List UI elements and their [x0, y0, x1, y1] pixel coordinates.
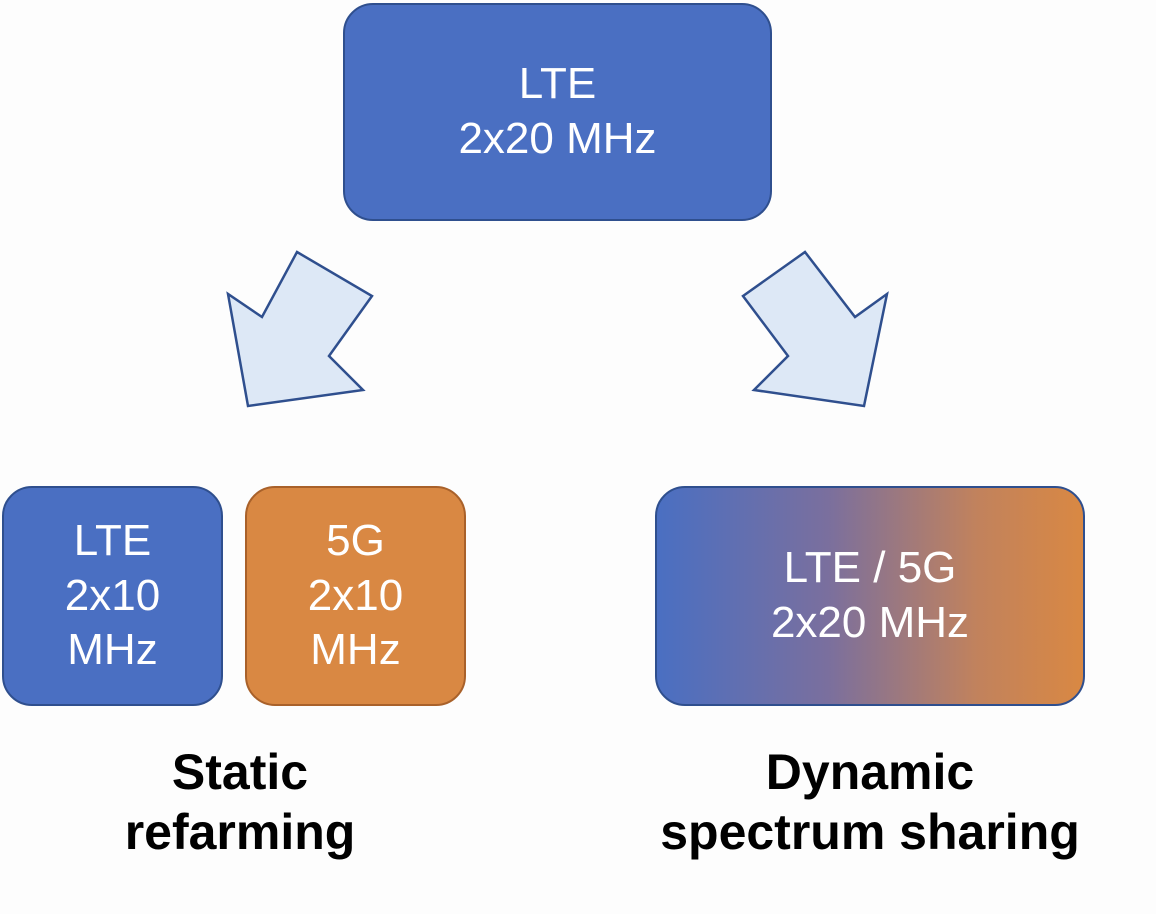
dynamic-spectrum-sharing-caption: Dynamic spectrum sharing: [610, 742, 1130, 862]
bandwidth-label: 2x10: [64, 570, 161, 620]
lte-label: LTE: [73, 516, 152, 566]
lte-5g-label: LTE / 5G: [783, 543, 957, 593]
static-refarming-caption: Static refarming: [60, 742, 420, 862]
lte-2x10-box: LTE 2x10 MHz: [2, 486, 223, 706]
unit-label: MHz: [67, 625, 158, 675]
arrow-down-right-icon: [741, 250, 889, 408]
caption-line: Static: [171, 744, 309, 800]
bandwidth-label: 2x10: [307, 570, 404, 620]
5g-label: 5G: [326, 516, 385, 566]
bandwidth-label: 2x20 MHz: [770, 598, 970, 647]
lte-5g-shared-box: LTE / 5G 2x20 MHz: [655, 486, 1085, 706]
bandwidth-label: 2x20 MHz: [458, 114, 657, 163]
5g-2x10-box: 5G 2x10 MHz: [245, 486, 466, 706]
caption-line: spectrum sharing: [660, 804, 1080, 860]
lte-label: LTE: [518, 59, 597, 109]
caption-line: Dynamic: [765, 744, 975, 800]
caption-line: refarming: [124, 804, 356, 860]
arrow-down-left-icon: [226, 250, 374, 408]
unit-label: MHz: [310, 625, 401, 675]
lte-2x20-box: LTE 2x20 MHz: [343, 3, 772, 221]
